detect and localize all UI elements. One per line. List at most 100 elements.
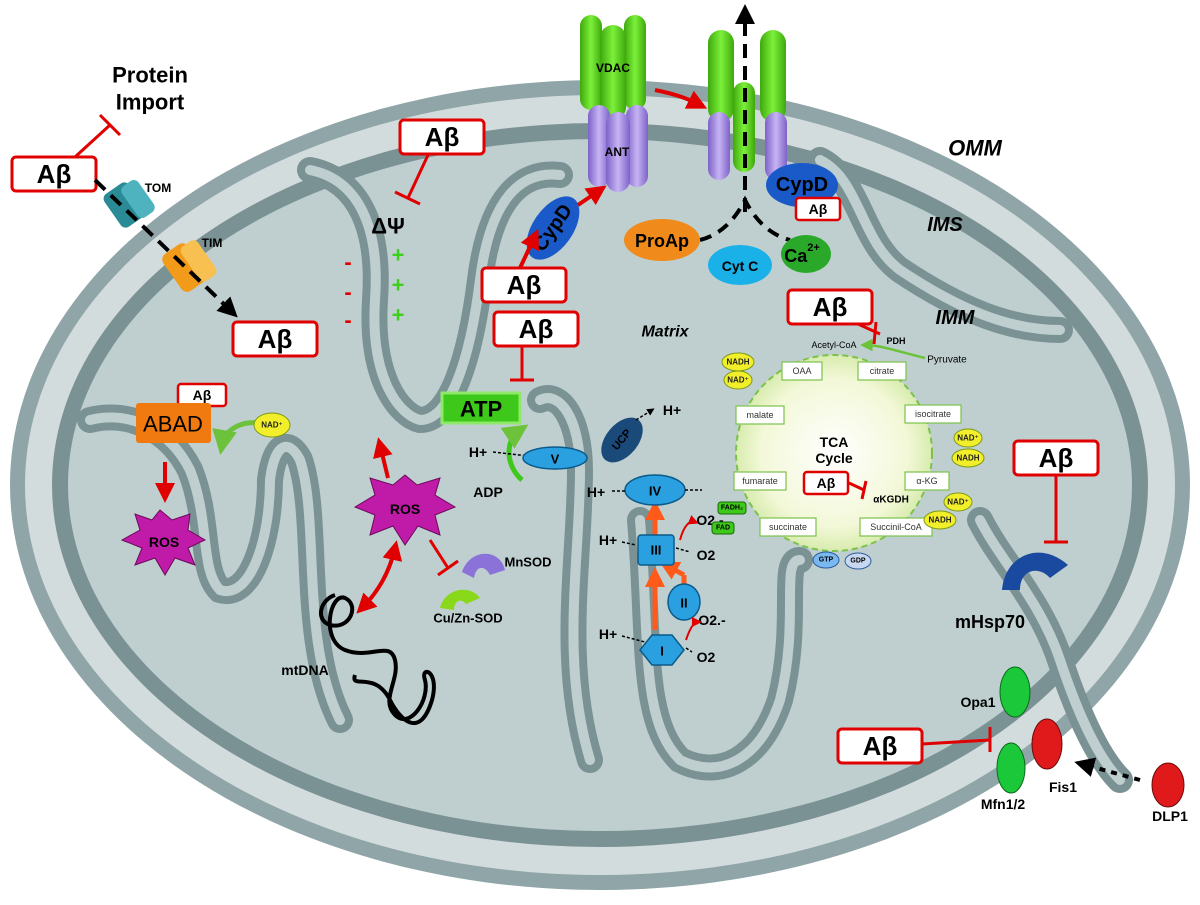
fadh-badge: FADH₂ (717, 501, 747, 515)
cuznsod-shape (440, 589, 480, 610)
tca-intermediate-citrate: citrate (857, 361, 907, 381)
abeta-box-abad: Aβ (176, 382, 228, 408)
svg-text:NAD⁺: NAD⁺ (727, 376, 749, 385)
opa1-label: Opa1 (960, 694, 995, 710)
protein-import-label-1: Protein (112, 63, 188, 88)
mtdna-label: mtDNA (281, 662, 328, 678)
mnsod-shape (462, 553, 505, 578)
svg-text:-: - (344, 250, 351, 275)
matrix-label: Matrix (641, 324, 689, 341)
mtdna-strand (319, 593, 436, 726)
ros-label-center: ROS (390, 501, 420, 517)
mhsp70-label: mHsp70 (955, 612, 1025, 632)
abeta-box-imported: Aβ (231, 320, 319, 358)
svg-text:-: - (344, 308, 351, 333)
mptp-ant (708, 112, 787, 180)
arrow-cypd-to-ant (576, 185, 607, 207)
ant-channel (588, 105, 648, 192)
cypd-right (766, 163, 838, 207)
membrane-charges: - - - + + + (344, 243, 404, 333)
svg-text:Aβ: Aβ (1039, 443, 1074, 473)
complex-v (522, 446, 588, 470)
svg-text:α-KG: α-KG (916, 476, 937, 486)
hplus-ucp: H+ (663, 402, 681, 418)
svg-text:fumarate: fumarate (742, 476, 778, 486)
tca-intermediate-succinate: succinate (759, 517, 817, 537)
import-path-arrow (93, 178, 238, 318)
mfn-shape (996, 742, 1026, 794)
pdh-label: PDH (886, 336, 905, 346)
nadh-badge-2: NADH (951, 448, 985, 468)
protein-import-label-2: Import (116, 90, 185, 115)
opa1-shape (999, 666, 1031, 718)
vdac-label: VDAC (596, 61, 630, 75)
nadh-badge-3: NADH (923, 510, 957, 530)
svg-text:FADH₂: FADH₂ (721, 505, 743, 512)
svg-text:Aβ: Aβ (813, 292, 848, 322)
mptp-vdac (708, 30, 786, 172)
atp-box (440, 391, 522, 425)
svg-text:malate: malate (746, 410, 773, 420)
pyruvate-label: Pyruvate (927, 355, 967, 366)
dlp1-label: DLP1 (1152, 808, 1188, 824)
svg-text:Aβ: Aβ (519, 314, 554, 344)
svg-text:Aβ: Aβ (193, 387, 212, 403)
ca-label: Ca2+ (784, 242, 820, 266)
nad-badge-2: NAD⁺ (953, 428, 983, 448)
etc-arrows (645, 500, 687, 630)
abeta-box-fusion: Aβ (836, 727, 924, 765)
abad-box (136, 403, 211, 443)
tca-title: TCA (820, 434, 849, 450)
delta-psi-label: ΔΨ (371, 214, 405, 239)
abad-label: ABAD (143, 412, 203, 437)
complex-v-label: V (551, 452, 560, 467)
abeta-box-potential: Aβ (398, 118, 486, 156)
tom-complex (103, 180, 155, 228)
fis1-shape (1031, 718, 1063, 770)
dlp1-shape (1151, 762, 1185, 808)
complex-i-label: I (660, 644, 664, 659)
svg-text:NAD⁺: NAD⁺ (957, 434, 979, 443)
gtp-badge: GTP (812, 551, 840, 569)
abeta-box-mhsp70: Aβ (1012, 439, 1100, 477)
abeta-box-cypd: Aβ (480, 266, 568, 304)
svg-text:Aβ: Aβ (425, 122, 460, 152)
fis1-label: Fis1 (1049, 779, 1077, 795)
complex-iv-label: IV (649, 484, 662, 499)
arrow-ros-up (373, 437, 393, 479)
complex-iii-label: III (651, 543, 662, 558)
svg-text:Aβ: Aβ (863, 731, 898, 761)
svg-text:Aβ: Aβ (817, 475, 836, 491)
mnsod-label: MnSOD (505, 555, 552, 570)
imm-label: IMM (936, 307, 976, 329)
svg-text:GDP: GDP (850, 558, 866, 565)
abeta-box-akgdh: Aβ (802, 470, 850, 496)
nad-badge-abad: NAD⁺ (253, 412, 291, 438)
tca-intermediate-fumarate: fumarate (733, 471, 787, 491)
hplus-iv: H+ (587, 484, 605, 500)
cytc-shape (708, 245, 772, 285)
svg-text:+: + (392, 273, 405, 298)
adp-label: ADP (473, 484, 503, 500)
svg-text:NAD⁺: NAD⁺ (947, 498, 969, 507)
o2-i: O2 (697, 649, 716, 665)
abeta-box-cypd-small: Aβ (794, 196, 842, 222)
ims-label: IMS (927, 214, 963, 236)
ant-label: ANT (605, 145, 630, 159)
hplus-i: H+ (599, 626, 617, 642)
proap-shape (624, 219, 700, 261)
nad-badge-3: NAD⁺ (943, 492, 973, 512)
cristae (77, 147, 1133, 793)
svg-text:NADH: NADH (956, 454, 979, 463)
cypd-right-label: CypD (776, 174, 828, 196)
ucp-shape (601, 417, 643, 463)
ros-burst-left (120, 509, 207, 576)
arrow-ros-mtdna (356, 540, 403, 614)
fad-badge: FAD (711, 521, 735, 535)
atp-label: ATP (460, 397, 502, 422)
cypd-left (526, 196, 580, 260)
svg-text:FAD: FAD (716, 525, 730, 532)
tca-subtitle: Cycle (815, 450, 853, 466)
arrow-dlp1-fis1 (1074, 757, 1141, 782)
